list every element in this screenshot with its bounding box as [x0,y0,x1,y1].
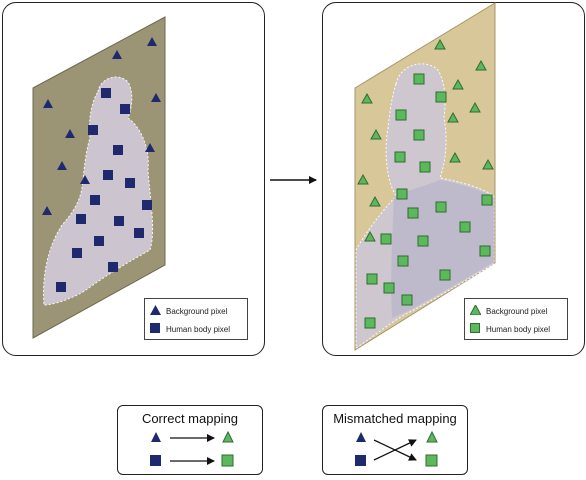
right-background-triangle [447,111,459,123]
left-legend-body-label: Human body pixel [166,324,231,334]
right-body-square [395,109,407,121]
right-background-triangle [449,151,461,163]
left-background-triangle [42,206,52,215]
right-background-triangle [475,59,487,71]
right-body-square [459,221,471,233]
right-background-triangle [482,158,494,170]
mismatched-target-square [425,454,438,467]
correct-mapping-box: Correct mapping [117,405,263,475]
left-body-square [94,236,104,246]
correct-mapping-glyphs [150,430,234,467]
mismatched-target-triangle [426,430,438,443]
left-legend-background-row: Background pixel [150,302,242,320]
right-body-square [481,194,493,206]
mismatched-source-triangle [356,432,366,442]
mismatched-mapping-glyphs [355,430,438,467]
left-body-square [90,195,100,205]
right-body-square [380,233,392,245]
right-background-triangle [369,195,381,207]
right-body-square [383,282,395,294]
left-body-square [76,214,86,224]
right-background-triangle [452,78,464,90]
correct-target-square [221,454,234,467]
right-legend: Background pixel Human body pixel [464,298,568,340]
left-background-markers [42,37,161,215]
left-body-square [113,145,123,155]
left-background-triangle [43,99,53,108]
correct-target-triangle [222,430,234,443]
left-background-triangle [57,161,67,170]
left-body-square [88,125,98,135]
right-body-square [479,245,491,257]
right-body-square [413,129,425,141]
left-body-square [103,170,113,180]
left-legend-body-row: Human body pixel [150,320,242,338]
left-body-square [134,228,144,238]
right-body-square [407,207,419,219]
left-background-triangle [147,37,157,46]
left-body-square [142,200,152,210]
left-legend: Background pixel Human body pixel [144,298,248,340]
left-legend-background-label: Background pixel [166,306,228,316]
triangle-icon [469,303,486,317]
right-background-triangle [469,101,481,113]
right-body-square [396,188,408,200]
mismatched-mapping-box: Mismatched mapping [322,405,468,475]
left-body-square [114,216,124,226]
left-background-triangle [151,93,161,102]
right-body-square [435,201,447,213]
correct-source-triangle [151,432,161,442]
right-body-square [366,273,378,285]
right-body-square [397,255,409,267]
left-body-markers [56,88,152,292]
mismatched-mapping-title: Mismatched mapping [333,411,457,426]
right-body-square [413,73,425,85]
right-background-triangle [361,92,373,104]
right-legend-body-row: Human body pixel [470,320,562,338]
right-body-square [364,317,376,329]
right-body-square [419,161,431,173]
left-body-square [125,178,135,188]
left-body-square [101,88,111,98]
triangle-icon [150,305,166,317]
right-background-triangle [434,38,446,50]
left-body-square [108,262,118,272]
right-background-triangle [357,173,369,185]
correct-source-square [150,455,161,466]
right-body-square [417,235,429,247]
left-background-triangle [80,175,90,184]
right-background-triangle [370,128,382,140]
right-legend-background-row: Background pixel [469,302,562,320]
left-background-triangle [145,143,155,152]
left-background-triangle [65,129,75,138]
right-body-square [394,151,406,163]
left-body-square [56,282,66,292]
mismatched-arrow-up [373,439,417,461]
right-background-markers [357,38,494,242]
mismatched-source-square [355,455,366,466]
left-body-square [120,104,130,114]
correct-mapping-title: Correct mapping [141,411,239,426]
square-icon [150,323,166,335]
square-icon [470,323,486,335]
left-background-triangle [112,50,122,59]
right-body-markers [364,73,493,329]
right-body-square [435,91,447,103]
left-body-square [72,248,82,258]
right-background-triangle [364,230,376,242]
right-body-square [439,269,451,281]
right-legend-background-label: Background pixel [486,306,548,316]
right-body-square [401,294,413,306]
right-legend-body-label: Human body pixel [486,324,551,334]
